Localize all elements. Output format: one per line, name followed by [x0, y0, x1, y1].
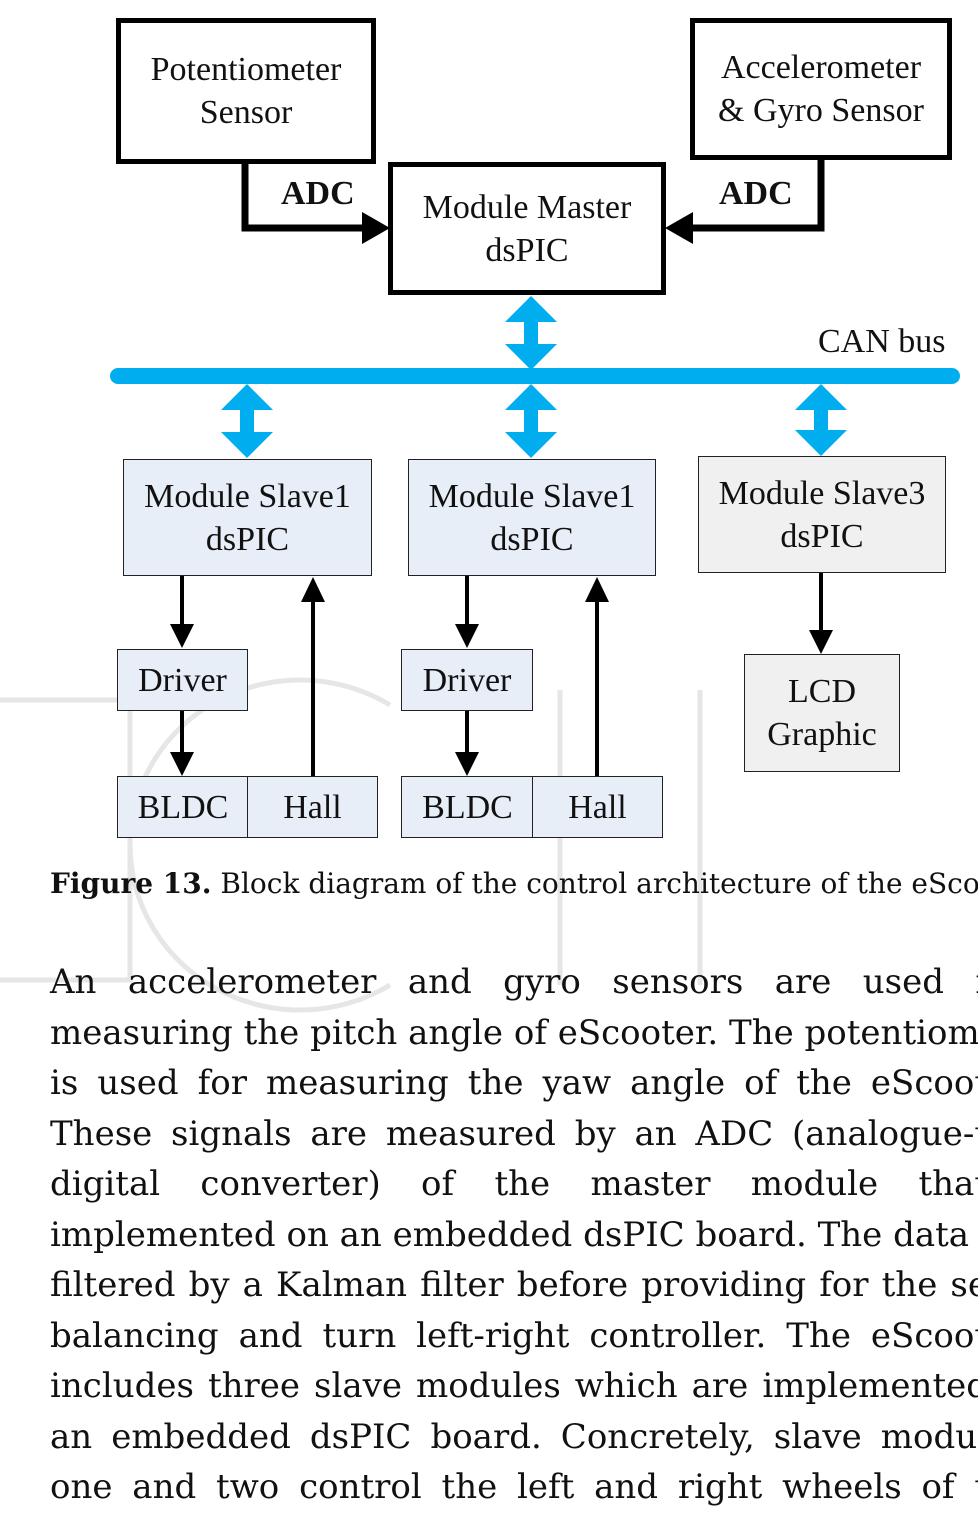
module-master-box: Module Master dsPIC	[388, 162, 666, 295]
can-bus-label: CAN bus	[818, 323, 946, 360]
paragraph-line: implemented on an embedded dsPIC board. …	[50, 1214, 978, 1255]
slave-a-line-2: dsPIC	[205, 520, 290, 558]
adc-left-label: ADC	[281, 175, 355, 212]
block-diagram: Potentiometer Sensor Accelerometer & Gyr…	[110, 18, 960, 838]
paragraph-line: balancing and turn left-right controller…	[50, 1315, 978, 1356]
accelerometer-line-1: Accelerometer	[720, 49, 922, 86]
lcd-graphic-box: LCD Graphic	[744, 654, 900, 772]
hall-b-to-slave-arrowhead	[585, 577, 609, 602]
slave-b-bus-arrow	[505, 384, 557, 458]
potentiometer-line-2: Sensor	[199, 94, 293, 131]
slave-a-line-1: Module Slave1	[144, 477, 351, 515]
adc-left-arrowhead	[362, 212, 390, 244]
module-master-line-1: Module Master	[422, 188, 632, 226]
accelerometer-gyro-sensor-box: Accelerometer & Gyro Sensor	[690, 18, 952, 160]
accelerometer-line-2: & Gyro Sensor	[718, 92, 924, 129]
module-slave3-box: Module Slave3 dsPIC	[698, 456, 946, 573]
adc-right-connector	[690, 158, 825, 232]
driver-a-to-bldc-arrowhead	[170, 752, 194, 776]
paragraph-line: measuring the pitch angle of eScooter. T…	[50, 1012, 978, 1053]
bldc-right-box: BLDC	[401, 776, 534, 838]
adc-right-arrowhead	[665, 212, 693, 244]
module-slave1-right-box: Module Slave1 dsPIC	[408, 459, 656, 576]
paragraph-line: is used for measuring the yaw angle of t…	[50, 1063, 978, 1103]
slave-c-line-1: Module Slave3	[718, 474, 926, 512]
hall-a-to-slave-arrowhead	[301, 577, 325, 602]
body-paragraph: An accelerometer and gyro sensors are us…	[50, 957, 978, 1513]
module-master-line-2: dsPIC	[485, 231, 569, 269]
diagram-connectors	[110, 158, 960, 776]
paragraph-line: includes three slave modules which are i…	[50, 1366, 978, 1406]
figure-caption-text: Block diagram of the control architectur…	[211, 867, 978, 900]
adc-right-label: ADC	[719, 175, 793, 212]
slave-b-line-1: Module Slave1	[428, 477, 636, 515]
bus-arrows	[221, 296, 847, 458]
paragraph-line: These signals are measured by an ADC (an…	[50, 1113, 978, 1154]
slave-c-line-2: dsPIC	[780, 517, 864, 555]
paragraph-line: one and two control the left and right w…	[50, 1467, 978, 1507]
driver-right-box: Driver	[401, 649, 533, 711]
hall-right-box: Hall	[532, 776, 663, 838]
paragraph-line: An accelerometer and gyro sensors are us…	[50, 962, 978, 1002]
paragraph-line: an embedded dsPIC board. Concretely, sla…	[50, 1416, 978, 1457]
driver-b-to-bldc-arrowhead	[455, 752, 479, 776]
potentiometer-sensor-box: Potentiometer Sensor	[116, 18, 376, 164]
driver-left-box: Driver	[117, 649, 248, 711]
paragraph-line: digital converter) of the master module …	[50, 1164, 978, 1204]
potentiometer-line-1: Potentiometer	[150, 51, 342, 88]
paragraph-line: filtered by a Kalman filter before provi…	[50, 1265, 978, 1305]
slave-b-line-2: dsPIC	[490, 520, 574, 558]
adc-left-connector	[241, 162, 365, 232]
slave-a-to-driver-arrowhead	[170, 624, 194, 648]
slave-c-to-lcd-arrowhead	[809, 630, 833, 654]
figure-caption-label: Figure 13.	[50, 867, 212, 900]
module-slave1-left-box: Module Slave1 dsPIC	[123, 459, 372, 576]
figure-caption: Figure 13. Block diagram of the control …	[50, 862, 978, 906]
lcd-line-2: Graphic	[767, 716, 877, 753]
slave-c-bus-arrow	[795, 384, 847, 456]
hall-left-box: Hall	[247, 776, 378, 838]
slave-b-to-driver-arrowhead	[455, 624, 479, 648]
bldc-left-box: BLDC	[117, 776, 249, 838]
slave-a-bus-arrow	[221, 384, 273, 458]
master-bus-arrow	[505, 296, 557, 370]
lcd-line-1: LCD	[788, 673, 856, 710]
